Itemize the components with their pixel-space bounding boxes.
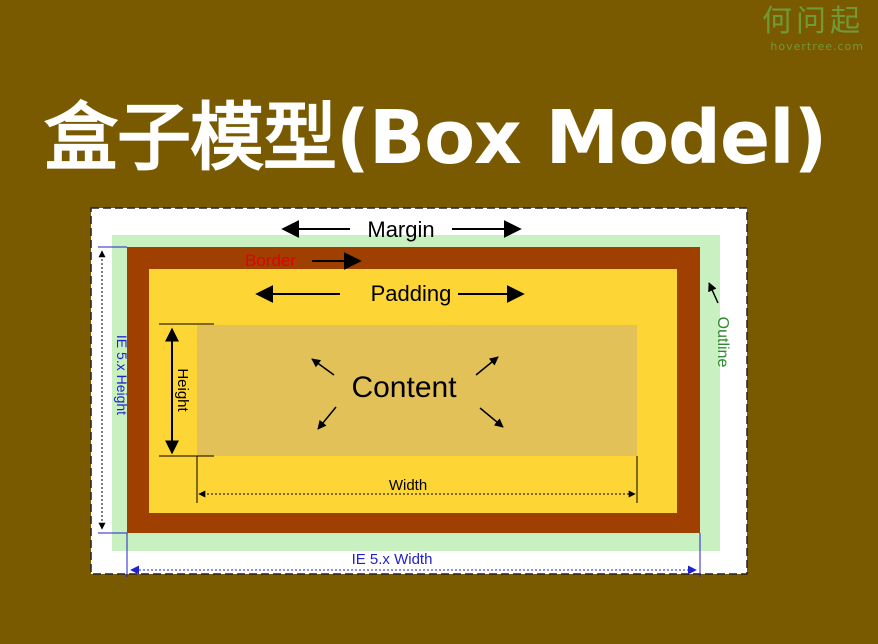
height-label: Height (174, 368, 191, 412)
watermark: 何问起 hovertree.com (762, 4, 864, 54)
content-arrow-ur (475, 356, 499, 376)
watermark-cn: 何问起 (762, 4, 864, 39)
border-label: Border (245, 251, 296, 270)
margin-label: Margin (367, 217, 434, 242)
ie-width-label: IE 5.x Width (352, 551, 433, 568)
outline-label: Outline (714, 317, 731, 368)
box-model-diagram: Margin Border Padding Content Height Wid… (90, 207, 748, 577)
content-arrow-ul (311, 358, 335, 376)
content-label: Content (351, 371, 457, 404)
padding-label: Padding (371, 281, 452, 306)
ie-height-label: IE 5.x Height (114, 335, 130, 415)
width-label: Width (389, 477, 427, 494)
watermark-url: hovertree.com (770, 40, 864, 53)
page-title: 盒子模型(Box Model) (44, 95, 827, 181)
outline-arrow (708, 282, 719, 304)
content-arrow-lr (479, 407, 504, 428)
content-arrow-ll (317, 406, 337, 430)
content-area (197, 325, 637, 456)
